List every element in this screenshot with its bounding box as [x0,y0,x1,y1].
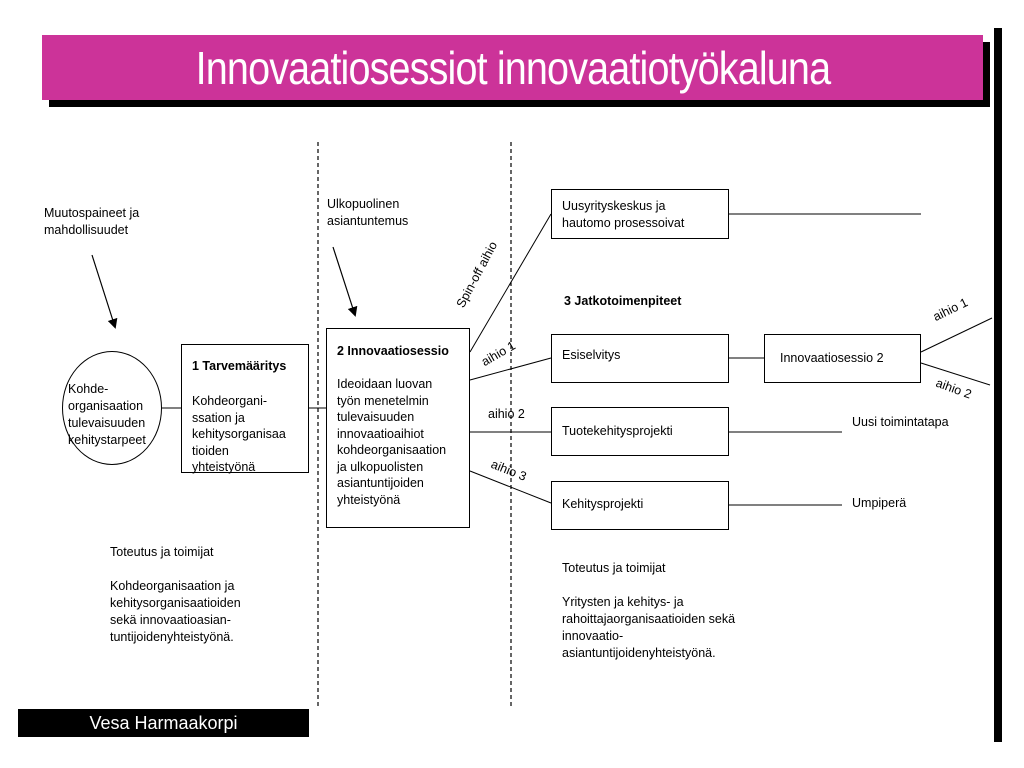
connector-aihio1 [469,357,552,381]
connector-aihio3 [469,470,552,504]
stage2-body: Ideoidaan luovan työn menetelmin tulevai… [337,377,447,507]
implementation-right: Toteutus ja toimijat Yritysten ja kehity… [562,561,736,660]
connector-session2-aihio1 [920,317,993,353]
devproject-label: Kehitysprojekti [562,497,644,511]
stage3-heading: 3 Jatkotoimenpiteet [564,294,682,308]
stage1-title: 1 Tarvemääritys [192,359,287,373]
devproject-box: Kehitysprojekti [551,481,729,530]
needs-circle [62,351,162,465]
incubator-label: Uusyrityskeskus ja hautomo prosessoivat [562,199,685,230]
session2-box: Innovaatiosessio 2 [764,334,921,383]
incubator-box: Uusyrityskeskus ja hautomo prosessoivat [551,189,729,239]
needs-circle-label: Kohde- organisaation tulevaisuuden kehit… [68,382,146,447]
stage2-title: 2 Innovaatiosessio [337,344,449,358]
right-edge-bar [994,28,1002,742]
arrow-expertise [332,246,358,317]
title-bar: Innovaatiosessiot innovaatiotyökaluna [42,35,983,100]
dead-end-label: Umpiperä [852,496,907,510]
connector-session2-aihio2 [920,362,991,386]
new-way-label: Uusi toimintatapa [852,415,949,429]
author-name: Vesa Harmaakorpi [89,712,238,733]
session2-label: Innovaatiosessio 2 [780,351,884,365]
connector-spinoff [469,213,552,353]
prestudy-label: Esiselvitys [562,348,621,362]
stage2-box: 2 Innovaatiosessio Ideoidaan luovan työn… [326,328,470,528]
external-expertise-label: Ulkopuolinen asiantuntemus [327,197,409,228]
implementation-left: Toteutus ja toimijat Kohdeorganisaation … [110,545,241,644]
productdev-box: Tuotekehitysprojekti [551,407,729,456]
productdev-label: Tuotekehitysprojekti [562,424,673,438]
prestudy-box: Esiselvitys [551,334,729,383]
stage1-box: 1 Tarvemääritys Kohdeorgani- ssation ja … [181,344,309,474]
arrow-pressures [91,254,118,329]
stage1-body: Kohdeorgani- ssation ja kehitysorganisaa… [192,394,286,474]
author-footer: Vesa Harmaakorpi [18,709,309,737]
slide-title: Innovaatiosessiot innovaatiotyökaluna [195,41,830,94]
pressures-label: Muutospaineet ja mahdollisuudet [44,206,140,237]
aihio2-left-label: aihio 2 [488,407,525,421]
